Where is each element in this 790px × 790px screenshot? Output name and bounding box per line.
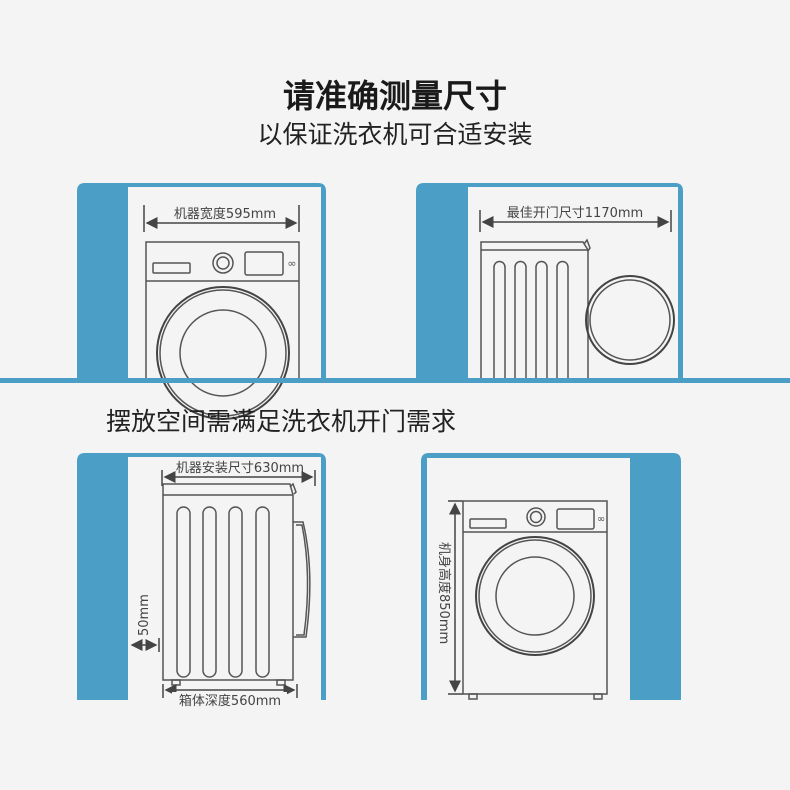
page-title: 请准确测量尺寸 — [283, 77, 507, 115]
cabinet-depth-label: 箱体深度560mm — [179, 693, 281, 709]
panel-width: 机器宽度595mm ∞ — [77, 183, 326, 420]
dimension-arrow-install — [161, 470, 316, 486]
section-heading: 摆放空间需满足洗衣机开门需求 — [106, 407, 456, 436]
washer-front-icon-2: ∞ — [462, 500, 608, 700]
washer-front-icon: ∞ — [145, 241, 300, 420]
dimension-arrow-gap — [130, 638, 160, 652]
dimension-arrow-door — [479, 210, 672, 232]
height-label: 机身高度850mm — [436, 542, 452, 644]
washer-side-door-open-icon — [480, 238, 675, 382]
washer-side-icon — [162, 482, 311, 686]
panel-depth: 机器安装尺寸630mm 箱体深度560mm — [77, 453, 326, 709]
gap-label: 50mm — [137, 594, 152, 636]
panel-door-opening: 最佳开门尺寸1170mm — [416, 183, 683, 382]
panel-height: 机身高度850mm ∞ — [421, 453, 681, 700]
install-size-label: 机器安装尺寸630mm — [176, 461, 304, 476]
width-label: 机器宽度595mm — [174, 206, 276, 222]
dimension-arrow-height — [448, 500, 463, 695]
door-opening-label: 最佳开门尺寸1170mm — [507, 206, 643, 221]
page-subtitle: 以保证洗衣机可合适安装 — [257, 120, 532, 149]
dimension-arrow-width — [143, 205, 300, 232]
svg-text:∞: ∞ — [287, 257, 296, 270]
svg-text:∞: ∞ — [597, 514, 605, 525]
dimension-arrow-depth — [162, 684, 298, 698]
divider-bar — [0, 378, 790, 383]
